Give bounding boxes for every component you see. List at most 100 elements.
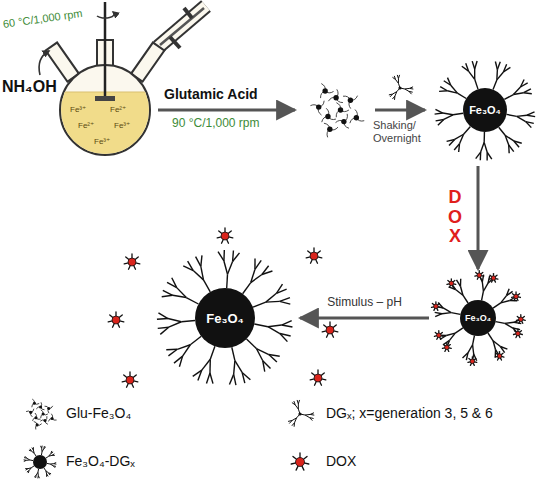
dendron (34, 453, 36, 456)
dendron (234, 361, 235, 375)
dendron (242, 372, 245, 383)
dendron (505, 323, 513, 328)
dendron (398, 79, 399, 84)
dendron (256, 349, 262, 361)
ion-label: Fe³⁺ (94, 137, 110, 146)
dox-molecule (326, 326, 334, 334)
dendron (30, 459, 33, 461)
fe3o4-particle (42, 412, 45, 415)
dendron (410, 88, 414, 90)
dox-molecule (491, 276, 496, 281)
fe3o4-particle (29, 411, 32, 414)
dendron (41, 446, 42, 449)
dendron (172, 278, 177, 288)
dendron (282, 325, 293, 327)
dox-molecule (449, 281, 454, 286)
dendron (464, 126, 471, 134)
dendron (469, 71, 475, 79)
dendron (443, 113, 453, 115)
dendron (48, 473, 50, 475)
dendron (52, 454, 54, 455)
dendron (46, 474, 47, 477)
dendron (435, 109, 442, 113)
dendron (169, 322, 182, 327)
dendron (53, 466, 55, 468)
dendron (292, 423, 295, 426)
dendron (27, 470, 29, 472)
fe3o4-particle (44, 419, 47, 422)
dendron (501, 300, 510, 302)
dendron (493, 341, 495, 350)
dendron (280, 298, 290, 302)
ion-label: Fe²⁺ (78, 121, 94, 130)
dendron (463, 353, 468, 358)
dendron (223, 250, 225, 261)
dendron (524, 93, 532, 94)
core-label: Fe₃O₄ (469, 104, 501, 116)
dendron (41, 446, 42, 449)
fe3o4-particle (338, 107, 343, 112)
dendron (447, 139, 455, 141)
dendron (44, 447, 46, 449)
dendron (473, 345, 474, 354)
fe3o4-core (463, 88, 507, 132)
dendron (269, 355, 277, 363)
dendron (487, 152, 492, 159)
dox-molecule (296, 458, 305, 467)
dendron (35, 475, 37, 478)
dendron (53, 465, 56, 467)
dendron (32, 448, 33, 450)
ion-label: Fe³⁺ (70, 105, 86, 114)
fe3o4-particle (325, 114, 330, 119)
dox-molecule (445, 345, 450, 350)
dendron (24, 457, 27, 459)
dendron (36, 472, 38, 475)
dendron (29, 450, 32, 452)
dendron (224, 261, 228, 274)
flask-neck (131, 42, 164, 81)
illustration-extras (108, 75, 413, 387)
dendron (483, 283, 488, 291)
dendron (496, 322, 505, 324)
dendron (463, 295, 468, 303)
fe3o4-particle (36, 423, 39, 426)
dendron (38, 476, 39, 479)
dendron (474, 69, 475, 79)
dendron (28, 470, 30, 473)
dendron (288, 420, 292, 422)
dendron (504, 95, 513, 100)
fe3o4-particle (354, 115, 359, 120)
dendron (280, 334, 288, 342)
dendron (196, 257, 201, 267)
dendron (455, 328, 463, 333)
dendron (52, 455, 55, 456)
dox-molecule (516, 331, 521, 336)
fe3o4-particle (33, 402, 36, 405)
dendron (438, 303, 443, 308)
ion-label: Fe³⁺ (114, 121, 130, 130)
dendron (44, 468, 46, 471)
fe3o4-core (460, 300, 496, 336)
dendron (47, 463, 50, 465)
dendron (47, 474, 48, 476)
fe3o4-particle (39, 406, 42, 409)
dendron (483, 132, 485, 142)
dendron (447, 78, 450, 86)
dendron (201, 255, 202, 266)
dox-molecule (514, 294, 519, 299)
dendron (280, 301, 291, 304)
dendron (251, 275, 262, 283)
reagent-label: NH₄OH (2, 78, 57, 96)
dendron (247, 339, 257, 349)
dendron (495, 62, 497, 70)
dendron (210, 346, 215, 359)
dendron (158, 327, 169, 328)
dendron (168, 349, 177, 356)
dox-molecule (221, 232, 229, 240)
dendron (188, 261, 194, 270)
fe3o4-particle (51, 417, 54, 420)
dendron (436, 119, 444, 120)
dendron (310, 414, 314, 416)
dendron (41, 452, 43, 455)
